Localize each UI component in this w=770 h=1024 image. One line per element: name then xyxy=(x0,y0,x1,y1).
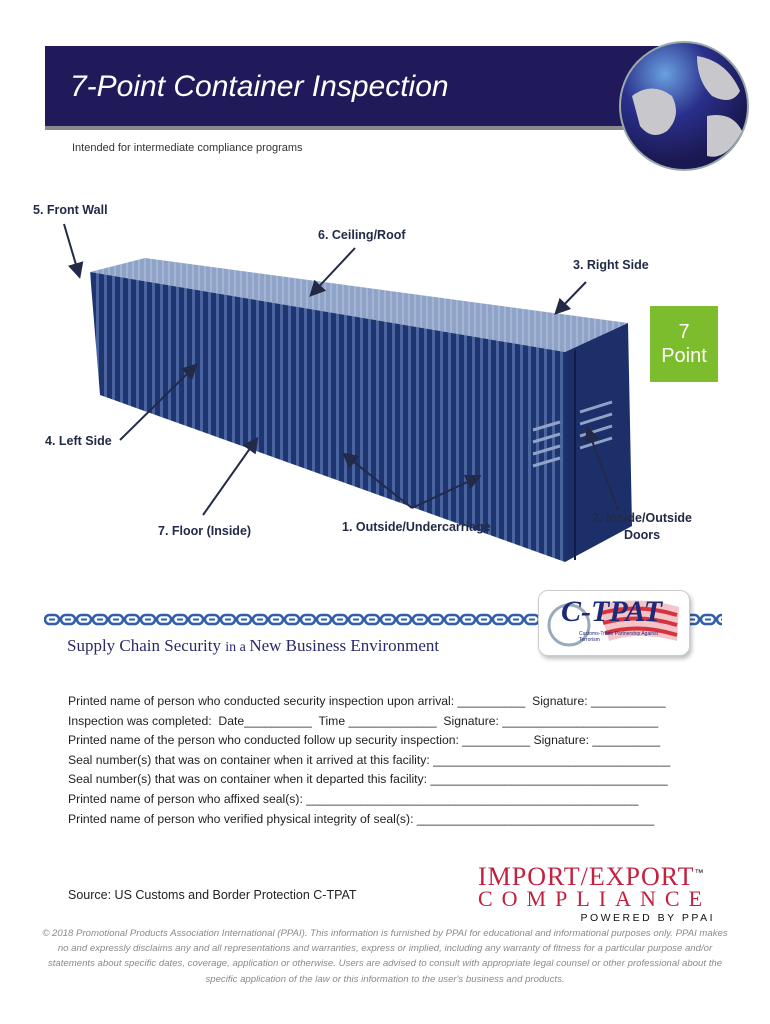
tagline-part-a: Supply Chain Security xyxy=(67,636,226,655)
source-note: Source: US Customs and Border Protection… xyxy=(68,888,357,902)
arrow-undercarriage-b xyxy=(411,474,482,509)
label-right-side: 3. Right Side xyxy=(573,258,649,272)
globe-icon xyxy=(619,41,749,171)
brand-line3: POWERED BY PPAI xyxy=(580,912,716,924)
label-left-side: 4. Left Side xyxy=(45,434,112,448)
form-line-follow-up[interactable]: Printed name of the person who conducted… xyxy=(68,733,661,748)
badge-word: Point xyxy=(661,345,707,367)
tagline-part-b: in a xyxy=(225,640,250,655)
label-front-wall: 5. Front Wall xyxy=(33,203,108,217)
container-roof xyxy=(90,258,628,352)
inspection-form: Printed name of person who conducted sec… xyxy=(68,692,670,829)
label-ceiling-roof: 6. Ceiling/Roof xyxy=(318,228,406,242)
arrow-floor xyxy=(202,436,259,516)
form-line-completed[interactable]: Inspection was completed: Date__________… xyxy=(68,713,659,728)
brand-tm: ™ xyxy=(694,867,705,878)
footer-disclaimer: © 2018 Promotional Products Association … xyxy=(42,928,728,985)
label-undercarriage: 1. Outside/Undercarriage xyxy=(342,520,491,534)
page-title: 7-Point Container Inspection xyxy=(70,70,449,103)
label-doors-line1: 2. Inside/Outside xyxy=(591,511,693,525)
form-line-seal-departed[interactable]: Seal number(s) that was on container whe… xyxy=(68,772,668,787)
ctpat-logo-text: C-TPAT xyxy=(561,595,663,628)
label-doors-line2: Doors xyxy=(623,528,661,542)
label-floor: 7. Floor (Inside) xyxy=(158,524,252,538)
arrow-front-wall xyxy=(63,223,84,279)
page-subtitle: Intended for intermediate compliance pro… xyxy=(72,142,303,154)
import-export-compliance-logo: IMPORT/EXPORT™ COMPLIANCE POWERED BY PPA… xyxy=(478,862,713,924)
arrow-doors xyxy=(584,426,619,511)
form-line-seal-arrived[interactable]: Seal number(s) that was on container whe… xyxy=(68,752,671,767)
container-left-side xyxy=(90,272,565,562)
tagline-part-c: New Business Environment xyxy=(249,636,440,655)
form-line-verified[interactable]: Printed name of person who verified phys… xyxy=(68,811,655,826)
header-banner xyxy=(45,46,665,130)
arrow-undercarriage-a xyxy=(341,452,413,509)
brand-line2: COMPLIANCE xyxy=(478,886,712,911)
tagline: Supply Chain Security in a New Business … xyxy=(67,636,439,656)
ctpat-logo: C-TPAT Customs-Trade Partnership Against… xyxy=(538,590,690,656)
form-line-affixed[interactable]: Printed name of person who affixed seal(… xyxy=(68,791,639,806)
brand-line1: IMPORT/EXPORT xyxy=(478,862,695,891)
ctpat-flag-icon xyxy=(547,600,679,647)
arrow-left-side xyxy=(119,363,198,441)
badge-number: 7 xyxy=(678,321,690,343)
container-diagram xyxy=(63,223,632,562)
arrow-ceiling xyxy=(309,247,356,297)
form-line-arrival[interactable]: Printed name of person who conducted sec… xyxy=(68,694,666,708)
ctpat-logo-subtext: Customs-Trade Partnership Against Terror… xyxy=(579,631,659,643)
arrow-right-side xyxy=(554,281,587,315)
